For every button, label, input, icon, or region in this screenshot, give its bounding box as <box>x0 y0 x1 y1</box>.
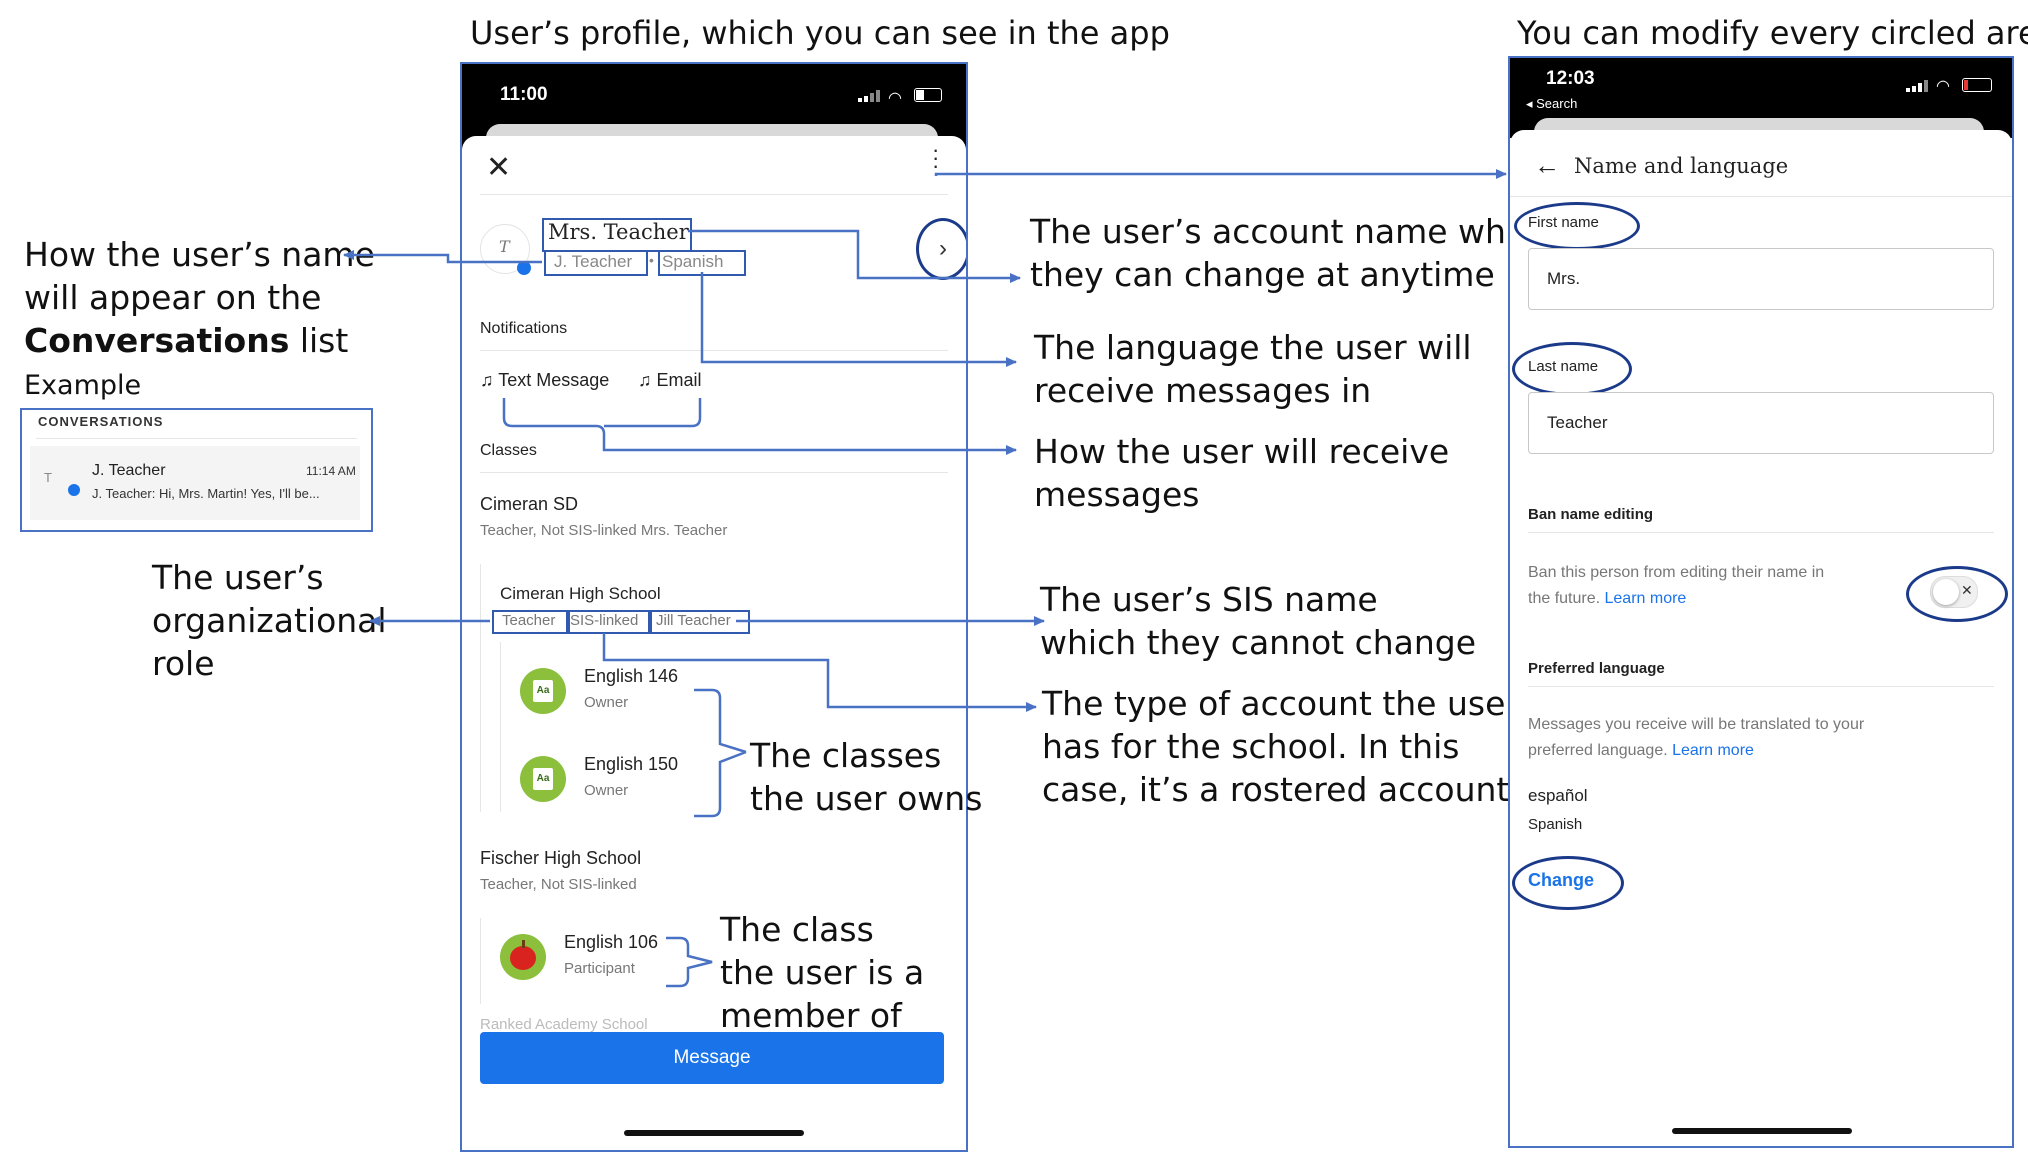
annotation-name-on-list: How the user’s name will appear on the C… <box>24 235 375 360</box>
first-name-label: First name <box>1528 214 1599 231</box>
class-indent-line <box>480 918 481 1004</box>
change-circle <box>1512 856 1624 910</box>
settings-header-title: Name and language <box>1574 154 1789 178</box>
close-icon: ✕ <box>1961 582 1973 598</box>
org-name: Fischer High School <box>480 848 642 868</box>
class-role: Participant <box>564 960 635 977</box>
class-name[interactable]: English 146 <box>584 666 679 686</box>
classes-label: Classes <box>480 442 537 459</box>
class-book-icon: Aa <box>520 668 566 714</box>
wifi-icon: ◠ <box>888 90 902 107</box>
text-message-option[interactable]: ♫ Text Message <box>480 370 610 390</box>
short-name-box <box>544 250 648 276</box>
annotation-example: Example <box>24 370 142 401</box>
annotation-sis-name: The user’s SIS name which they cannot ch… <box>1040 580 1477 662</box>
ban-name-toggle[interactable]: ✕ <box>1930 576 1978 608</box>
ban-description-2: the future. Learn more <box>1528 590 1687 607</box>
ban-name-editing-label: Ban name editing <box>1528 506 1654 523</box>
bell-icon: ♫ <box>480 370 494 390</box>
short-name: J. Teacher <box>554 252 633 271</box>
change-language-button[interactable]: Change <box>1528 870 1595 890</box>
back-to-search[interactable]: ◂ Search <box>1526 96 1578 111</box>
conversation-preview: J. Teacher: Hi, Mrs. Martin! Yes, I'll b… <box>92 486 320 501</box>
annotation-org-role: The user’s organizational role <box>152 558 387 683</box>
signal-icon <box>858 90 880 102</box>
apple-icon <box>500 934 546 980</box>
school-sis-name: Jill Teacher <box>656 612 731 629</box>
org-name: Cimeran SD <box>480 494 579 514</box>
back-arrow-icon[interactable]: ← <box>1534 150 1560 180</box>
settings-sheet: ← Name and language First name Mrs. Last… <box>1510 130 2012 1146</box>
school-link-box <box>568 610 650 634</box>
annotation-account-type: The type of account the user has for the… <box>1042 684 1520 809</box>
ban-description: Ban this person from editing their name … <box>1528 564 1825 581</box>
status-time: 12:03 <box>1546 68 1595 89</box>
class-name[interactable]: English 150 <box>584 754 679 774</box>
preferred-language-label: Preferred language <box>1528 660 1665 677</box>
settings-phone: 12:03 ◂ Search ◠ ← Name and language Fir… <box>1508 56 2014 1148</box>
annotation-class-member: The class the user is a member of <box>720 910 925 1035</box>
conversation-row[interactable]: T J. Teacher 11:14 AM J. Teacher: Hi, Mr… <box>30 446 360 520</box>
profile-sheet: ✕ ··· T Mrs. Teacher J. Teacher • Spanis… <box>462 136 966 1150</box>
conversations-header: CONVERSATIONS <box>38 414 164 429</box>
bell-icon: ♫ <box>638 370 652 390</box>
school-role: Teacher <box>502 612 556 629</box>
language-native: español <box>1528 786 1588 805</box>
left-phone-title: User’s profile, which you can see in the… <box>470 14 1170 52</box>
class-book-icon: Aa <box>520 756 566 802</box>
avatar: T <box>480 224 531 275</box>
org-role: Teacher, Not SIS-linked Mrs. Teacher <box>480 522 728 539</box>
annotation-account-name: The user’s account name which they can c… <box>1030 212 1555 294</box>
unread-dot-icon <box>68 484 80 496</box>
battery-icon <box>914 88 942 102</box>
ban-toggle-circle <box>1906 566 2008 622</box>
school-role-box <box>492 610 568 634</box>
school-link-status: SIS-linked <box>570 612 639 629</box>
notifications-label: Notifications <box>480 320 568 337</box>
annotation-classes-owned: The classes the user owns <box>750 736 983 818</box>
avatar: T <box>44 470 52 485</box>
last-name-label: Last name <box>1528 358 1599 375</box>
name-separator: • <box>649 252 654 268</box>
school-name: Cimeran High School <box>500 584 661 603</box>
close-icon[interactable]: ✕ <box>486 151 512 184</box>
org-role: Teacher, Not SIS-linked <box>480 876 637 893</box>
more-options-icon[interactable]: ··· <box>932 137 940 178</box>
language-english: Spanish <box>1528 816 1583 833</box>
home-indicator <box>624 1130 804 1136</box>
conversation-name: J. Teacher <box>92 462 166 479</box>
signal-icon <box>1906 80 1928 92</box>
profile-language: Spanish <box>662 252 724 271</box>
annotation-language: The language the user will receive messa… <box>1034 328 1472 410</box>
home-indicator <box>1672 1128 1852 1134</box>
preferred-language-desc-2: preferred language. Learn more <box>1528 742 1754 759</box>
annotation-receive: How the user will receive messages <box>1034 432 1450 514</box>
verified-icon <box>517 261 531 275</box>
preferred-language-desc: Messages you receive will be translated … <box>1528 716 1865 733</box>
conversation-time: 11:14 AM <box>306 464 356 478</box>
battery-icon <box>1962 78 1992 92</box>
last-name-field[interactable]: Teacher <box>1528 392 1994 454</box>
first-name-field[interactable]: Mrs. <box>1528 248 1994 310</box>
learn-more-link[interactable]: Learn more <box>1604 590 1687 607</box>
message-button[interactable]: Message <box>480 1032 944 1084</box>
display-name: Mrs. Teacher <box>548 220 689 244</box>
class-indent-line <box>500 642 501 812</box>
class-name[interactable]: English 106 <box>564 932 659 952</box>
right-phone-title: You can modify every circled area <box>1517 14 2028 52</box>
conversations-example: CONVERSATIONS T J. Teacher 11:14 AM J. T… <box>20 408 373 532</box>
wifi-icon: ◠ <box>1936 78 1950 95</box>
profile-phone: 11:00 ◠ ✕ ··· T Mrs. Teacher J. Teacher … <box>460 62 968 1152</box>
status-time: 11:00 <box>500 84 548 105</box>
cut-off-org: Ranked Academy School <box>480 1016 648 1033</box>
school-indent-line <box>480 564 481 812</box>
learn-more-link[interactable]: Learn more <box>1672 742 1754 759</box>
class-role: Owner <box>584 782 629 799</box>
email-option[interactable]: ♫ Email <box>638 370 702 390</box>
class-role: Owner <box>584 694 629 711</box>
